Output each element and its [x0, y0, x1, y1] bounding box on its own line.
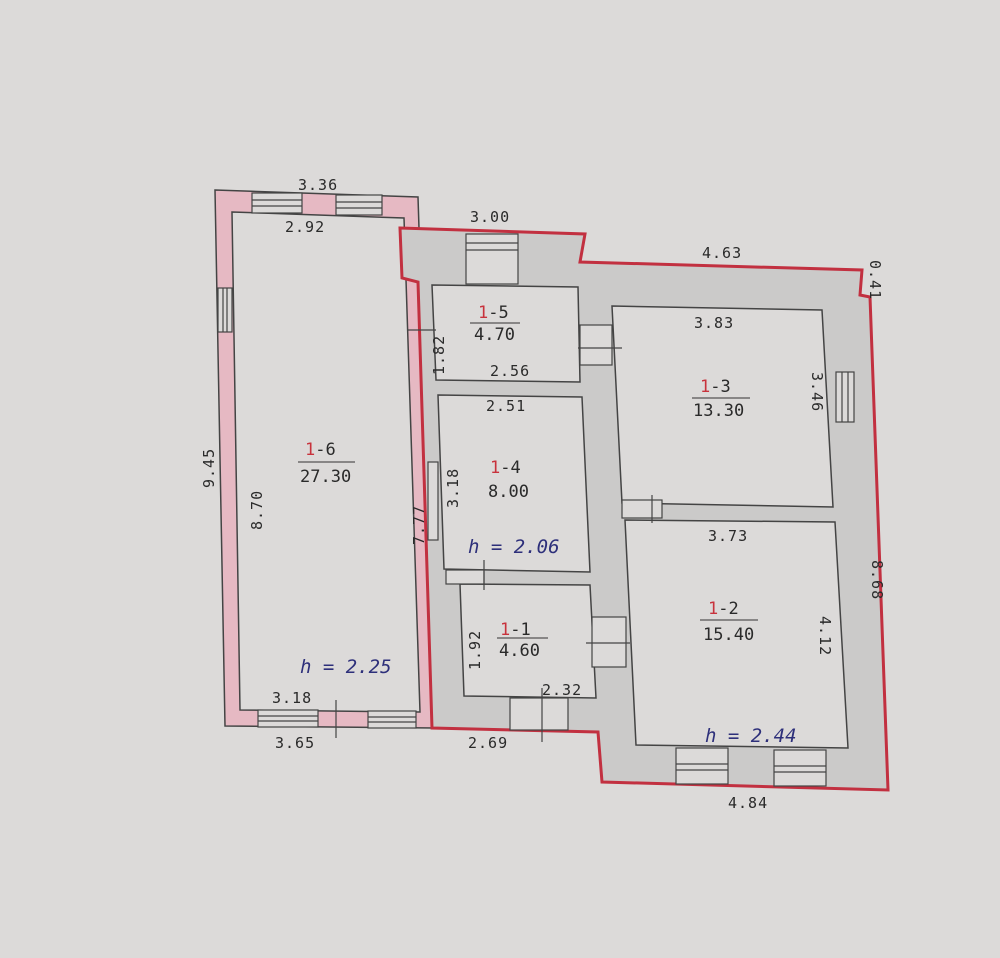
- svg-text:3.18: 3.18: [272, 689, 312, 707]
- svg-text:9.45: 9.45: [200, 448, 218, 488]
- svg-text:27.30: 27.30: [300, 467, 351, 487]
- room-label-1-6: 1-6 27.30: [298, 440, 355, 487]
- window: [217, 287, 233, 333]
- svg-text:13.30: 13.30: [693, 401, 744, 421]
- room-1-4-floor: [437, 394, 591, 573]
- window: [335, 194, 383, 216]
- door: [408, 324, 663, 742]
- ceiling-height-label: h = 2.25: [300, 656, 392, 678]
- window: [465, 233, 519, 285]
- window: [835, 371, 855, 423]
- room-1-5-floor: [431, 284, 581, 383]
- right-wing: [398, 226, 890, 792]
- svg-text:1-1: 1-1: [500, 620, 531, 640]
- room-label-1-5: 1-5 4.70: [470, 303, 520, 345]
- ceiling-height-label: h = 2.06: [468, 536, 560, 558]
- room-1-1-floor: [459, 583, 597, 699]
- svg-text:3.00: 3.00: [470, 208, 510, 226]
- room-1-2-floor: [624, 519, 849, 749]
- room-label-1-4: 1-4 8.00: [488, 458, 529, 502]
- room-label-1-2: 1-2 15.40: [700, 599, 758, 645]
- svg-text:4.12: 4.12: [816, 616, 834, 656]
- svg-text:3.36: 3.36: [298, 176, 338, 194]
- svg-text:7.77: 7.77: [410, 505, 428, 545]
- svg-text:1-5: 1-5: [478, 303, 509, 323]
- room-label-1-3: 1-3 13.30: [692, 377, 750, 421]
- window: [773, 749, 827, 787]
- svg-text:2.32: 2.32: [542, 681, 582, 699]
- svg-text:4.70: 4.70: [474, 325, 515, 345]
- svg-text:0.41: 0.41: [866, 260, 884, 300]
- svg-text:2.51: 2.51: [486, 397, 526, 415]
- room-label-1-1: 1-1 4.60: [497, 620, 548, 661]
- svg-text:3.65: 3.65: [275, 734, 315, 752]
- svg-text:1-3: 1-3: [700, 377, 731, 397]
- window: [257, 709, 319, 728]
- window: [367, 710, 417, 729]
- svg-text:8.68: 8.68: [868, 560, 886, 600]
- svg-text:1-4: 1-4: [490, 458, 521, 478]
- svg-text:3.46: 3.46: [808, 372, 826, 412]
- svg-text:1-2: 1-2: [708, 599, 739, 619]
- room-1-3-floor: [611, 305, 834, 508]
- svg-text:3.83: 3.83: [694, 314, 734, 332]
- svg-text:1.92: 1.92: [466, 630, 484, 670]
- svg-text:2.69: 2.69: [468, 734, 508, 752]
- svg-text:1.82: 1.82: [430, 335, 448, 375]
- svg-text:3.18: 3.18: [444, 468, 462, 508]
- svg-text:1-6: 1-6: [305, 440, 336, 460]
- ceiling-height-label: h = 2.44: [705, 725, 797, 747]
- window: [251, 192, 303, 214]
- svg-text:2.92: 2.92: [285, 218, 325, 236]
- window: [675, 747, 729, 785]
- dimension-labels: 3.36 2.92 9.45 8.70 3.18 3.65 7.77 3.00 …: [200, 176, 886, 812]
- svg-text:4.63: 4.63: [702, 244, 742, 262]
- svg-text:4.84: 4.84: [728, 794, 768, 812]
- svg-text:8.00: 8.00: [488, 482, 529, 502]
- svg-text:4.60: 4.60: [499, 641, 540, 661]
- svg-text:3.73: 3.73: [708, 527, 748, 545]
- svg-text:15.40: 15.40: [703, 625, 754, 645]
- svg-text:2.56: 2.56: [490, 362, 530, 380]
- svg-text:8.70: 8.70: [248, 490, 266, 530]
